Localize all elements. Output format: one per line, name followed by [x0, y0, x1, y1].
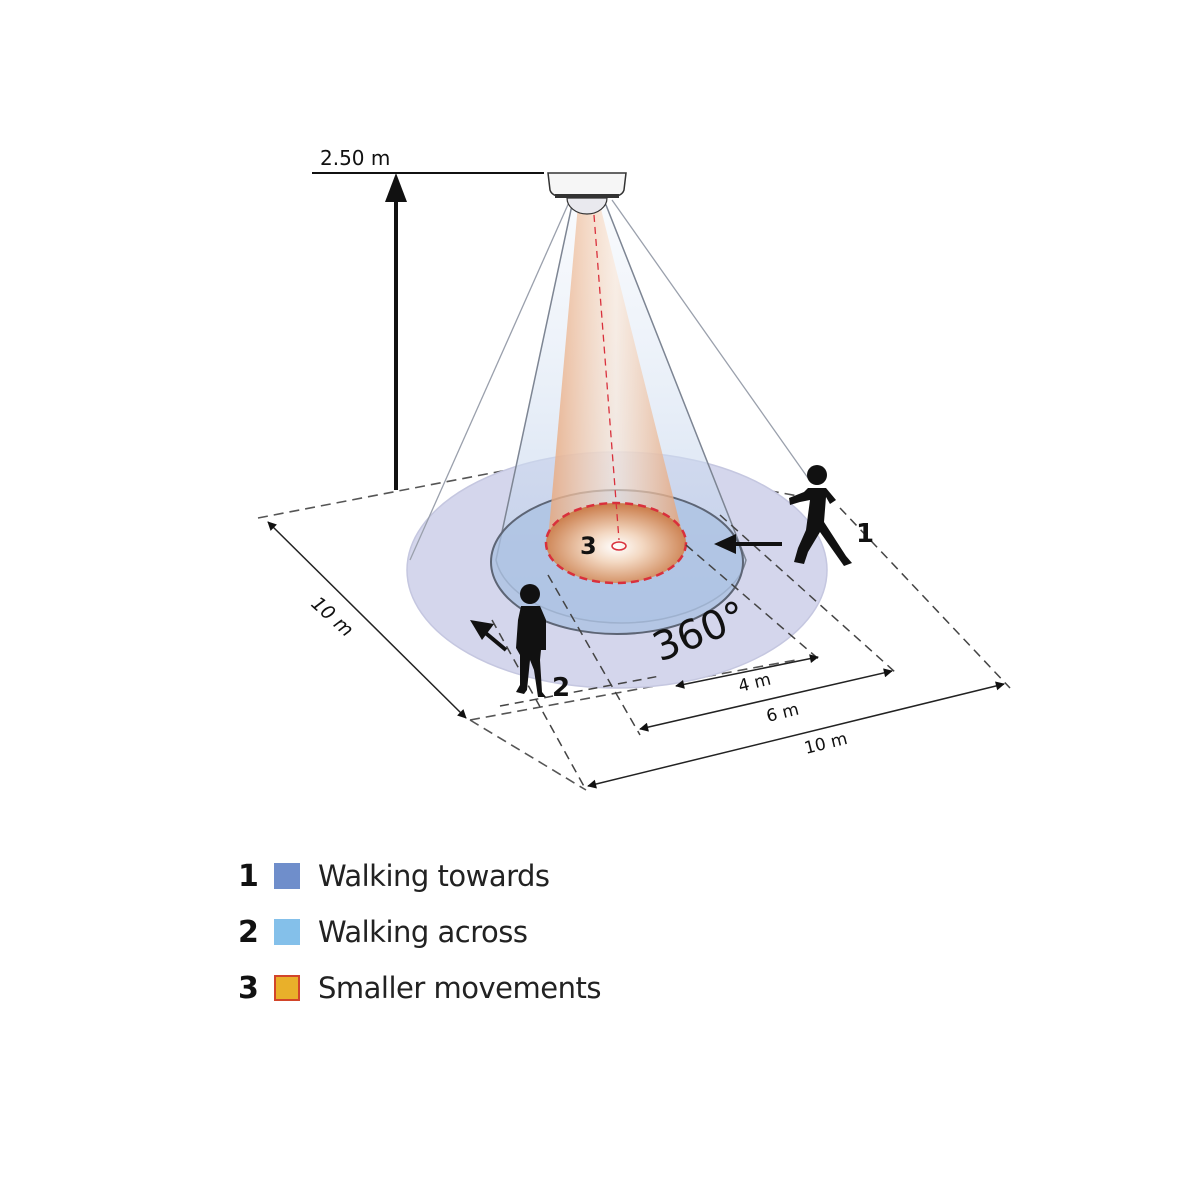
side-dimension-label: 10 m [307, 592, 358, 641]
height-indicator: 2.50 m [312, 146, 544, 490]
center-point [611, 541, 627, 551]
person-walking-across-icon [516, 584, 546, 697]
height-arrow-icon [385, 173, 407, 202]
legend-label: Walking towards [318, 859, 550, 893]
arrow-towards-icon [714, 534, 782, 554]
legend-number: 3 [238, 970, 259, 1006]
legend-label: Smaller movements [318, 971, 601, 1005]
legend-item-walking-towards: 1 Walking towards [238, 848, 601, 904]
legend-label: Walking across [318, 915, 528, 949]
outer-cone [409, 199, 809, 561]
legend-number: 2 [238, 914, 259, 950]
dimension-6m-label: 6 m [764, 700, 801, 727]
center-axis [593, 214, 620, 541]
zone-1-marker: 1 [856, 519, 874, 549]
legend-swatch-walking-across [274, 919, 300, 945]
legend-item-smaller-movements: 3 Smaller movements [238, 960, 601, 1016]
sensor-icon [547, 172, 627, 215]
legend-item-walking-across: 2 Walking across [238, 904, 601, 960]
dimension-10m-label: 10 m [802, 729, 849, 759]
person-walking-towards-icon [789, 465, 852, 566]
inner-beam [548, 205, 684, 540]
arrow-across-icon [470, 620, 508, 652]
zone-2-marker: 2 [552, 673, 570, 703]
zone-3-marker: 3 [580, 532, 597, 560]
legend-swatch-walking-towards [274, 863, 300, 889]
legend-number: 1 [238, 858, 259, 894]
height-label: 2.50 m [320, 146, 390, 170]
legend: 1 Walking towards 2 Walking across 3 Sma… [238, 848, 601, 1016]
legend-swatch-smaller-movements [274, 975, 300, 1001]
dimension-4m-label: 4 m [736, 670, 773, 697]
